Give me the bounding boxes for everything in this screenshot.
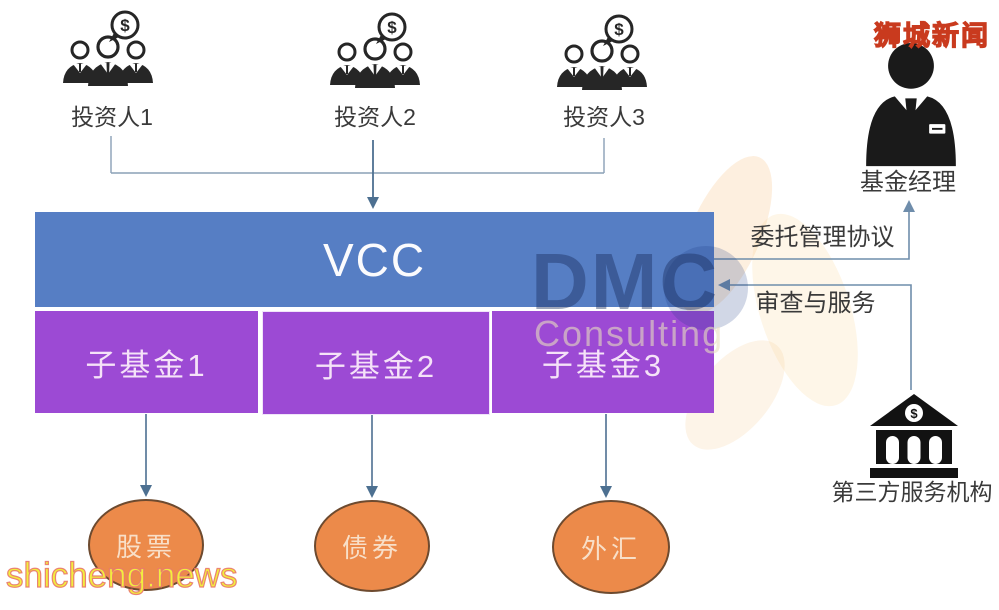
subfund2-label: 子基金2 [314,348,438,384]
bonds-ellipse: 债券 [314,500,430,592]
investor3-label: 投资人3 [563,104,645,130]
forex-ellipse: 外汇 [552,500,670,594]
thirdparty-to-vcc-line [728,284,912,390]
investor2-label: 投资人2 [334,104,416,130]
bonds-label: 债券 [341,532,402,563]
investor-group-2-icon: $ [330,12,420,88]
fund-manager-label: 基金经理 [860,169,956,196]
dollar-sign: $ [614,20,624,39]
subfund3-label: 子基金3 [541,347,665,383]
tie-shape [905,98,917,136]
dollar-sign: $ [120,16,130,35]
investors-to-vcc-arrowhead [367,197,379,209]
vcc-label: VCC [322,233,427,286]
vcc-to-manager-arrowhead [903,200,915,212]
subfund1-label: 子基金1 [85,347,208,383]
dollar-speech-bubble-icon [604,14,634,44]
vcc-to-manager-line [714,210,910,260]
subfund2-to-bonds-arrowhead [366,486,378,498]
third-party-label: 第三方服务机构 [831,479,993,505]
dollar-speech-bubble-icon [110,10,140,40]
subfund3-to-forex-arrowhead [600,486,612,498]
thirdparty-to-vcc-arrowhead [718,279,730,291]
subfund1-to-stocks-arrowhead [140,485,152,497]
investor-group-3-icon: $ [557,14,647,90]
third-party-bank-icon: $ [870,394,958,478]
subfund3-box: 子基金3 [492,311,714,413]
vcc-box: VCC [35,212,714,307]
forex-label: 外汇 [580,533,641,564]
stocks-label: 股票 [115,531,176,562]
stocks-ellipse: 股票 [88,499,204,591]
dollar-speech-bubble-icon [377,12,407,42]
review-service-label: 审查与服务 [755,290,876,317]
dollar-sign: $ [387,18,397,37]
investor1-label: 投资人1 [71,104,153,130]
fund-manager-businessman-icon [866,42,956,167]
delegation-agreement-label: 委托管理协议 [750,224,895,251]
subfund2-box: 子基金2 [262,311,490,415]
dollar-sign: $ [910,406,918,421]
subfund1-box: 子基金1 [35,311,258,413]
investor-group-1-icon: $ [63,10,153,86]
